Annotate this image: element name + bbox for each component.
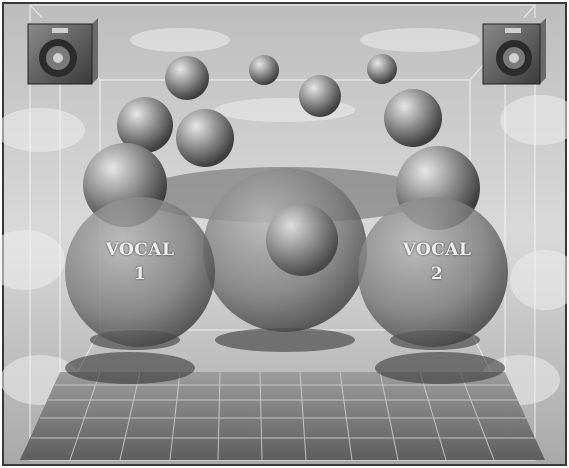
floor-grid <box>20 372 545 460</box>
center-inner-sphere <box>266 204 338 276</box>
speaker-left-icon <box>28 18 98 84</box>
vocal-2-label-line1: VOCAL <box>367 238 507 262</box>
vocal-1-label: VOCAL 1 <box>70 238 210 286</box>
vocal-2-label: VOCAL 2 <box>367 238 507 286</box>
vocal-1-label-line1: VOCAL <box>70 238 210 262</box>
vocal-1-label-line2: 1 <box>70 262 210 286</box>
vocal-2-label-line2: 2 <box>367 262 507 286</box>
speaker-right-icon <box>483 18 546 84</box>
